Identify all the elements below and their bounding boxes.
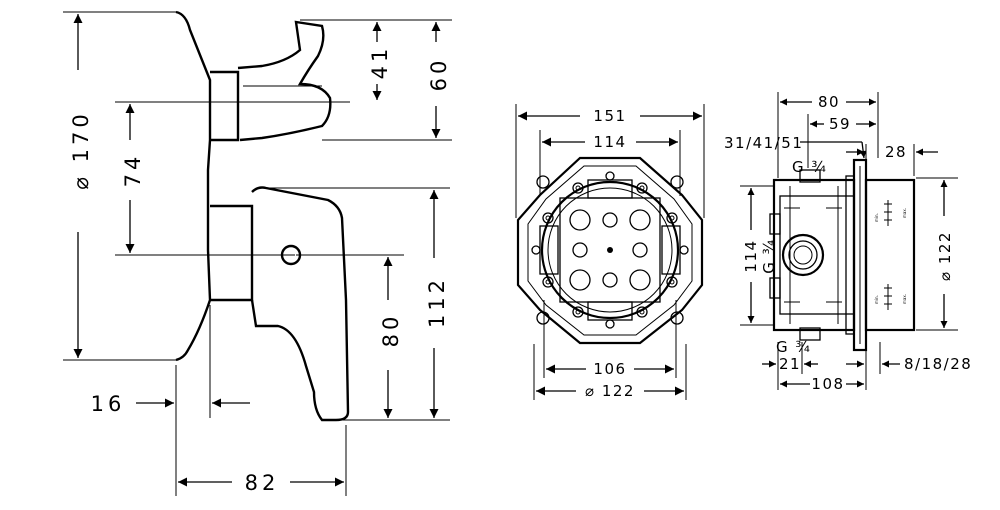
- box-body: [772, 178, 856, 332]
- dim-box-151: 151: [593, 107, 626, 125]
- dim-60: 60: [427, 57, 451, 92]
- thread-top-g34: G ¾: [792, 158, 827, 176]
- side-view-dimensions: 80 59 31/41/51 28 G ¾ 114 G ¾ ⌀ 122 G ¾: [724, 92, 972, 393]
- box-side-port: [781, 233, 825, 277]
- dim-box-diameter-122: ⌀ 122: [585, 382, 635, 400]
- handle-body: [210, 204, 254, 302]
- front-view-dimensions: ⌀ 170 74 41 60 16 80 112: [63, 11, 452, 496]
- cover-label-max-top: max.: [902, 208, 907, 218]
- mounting-box-front: [516, 156, 704, 345]
- thread-bottom-g34: G ¾: [776, 338, 811, 356]
- box-side-view: max. min. max. min.: [769, 158, 916, 352]
- mixer-side-view: [175, 10, 350, 422]
- cover-label-min-bottom: min.: [874, 295, 879, 304]
- dim-112: 112: [425, 276, 449, 328]
- dim-side-80: 80: [818, 93, 840, 111]
- dim-side-108: 108: [811, 375, 844, 393]
- box-octagon: [516, 156, 704, 345]
- dim-side-59: 59: [829, 115, 851, 133]
- thread-side-g34: G ¾: [760, 238, 778, 273]
- rosette-plate: [175, 10, 212, 362]
- box-cover: [864, 178, 916, 332]
- dim-80: 80: [379, 313, 403, 348]
- cover-scale-top: max. min.: [874, 200, 907, 226]
- box-dimensions: 151 114 106 ⌀ 122: [515, 104, 705, 400]
- dim-diameter-170: ⌀ 170: [69, 110, 93, 189]
- cover-label-max-bottom: max.: [902, 294, 907, 304]
- spout-body: [210, 70, 240, 142]
- dim-16: 16: [91, 392, 126, 416]
- dim-box-114: 114: [593, 133, 626, 151]
- dim-side-21: 21: [779, 355, 801, 373]
- dim-side-31-41-51: 31/41/51: [724, 134, 803, 152]
- dim-41: 41: [368, 45, 392, 80]
- box-ring: [540, 180, 680, 320]
- handle-lever: [250, 186, 350, 422]
- box-holes: [569, 209, 651, 291]
- dim-side-8-18-28: 8/18/28: [904, 355, 972, 373]
- dim-74: 74: [121, 153, 145, 188]
- box-screws: [531, 171, 689, 329]
- dim-82: 82: [245, 471, 280, 495]
- cover-scale-bottom: max. min.: [874, 284, 907, 310]
- cover-label-min-top: min.: [874, 213, 879, 222]
- dim-box-106: 106: [593, 360, 626, 378]
- dim-side-114: 114: [742, 239, 760, 272]
- dim-side-diameter-122: ⌀ 122: [936, 231, 954, 281]
- dim-side-28: 28: [885, 143, 907, 161]
- spout-lever: [237, 20, 332, 142]
